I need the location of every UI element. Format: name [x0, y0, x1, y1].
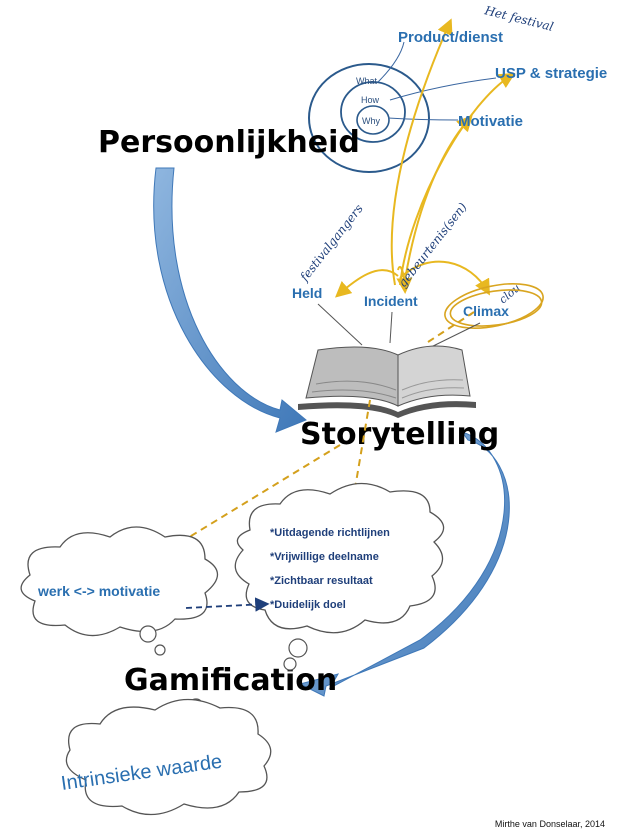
golden-circle: What How Why [308, 63, 430, 173]
storytelling-title: Storytelling [300, 417, 499, 452]
work-motivation-label: werk <-> motivatie [37, 583, 160, 599]
ring-connectors [377, 41, 497, 121]
principle-challenging: *Uitdagende richtlijnen [270, 527, 390, 539]
book-icon [298, 345, 476, 418]
climax-highlight [444, 283, 544, 329]
hero-label: Held [292, 285, 322, 301]
product-label: Product/dienst [398, 29, 503, 46]
principle-visible: *Zichtbaar resultaat [270, 575, 373, 587]
middle-ring [340, 81, 406, 143]
ring-how-label: How [361, 95, 380, 105]
festivalgoers-annotation: festivalgangers [297, 202, 366, 285]
gamification-title: Gamification [124, 663, 337, 698]
work-motivation-cloud: werk <-> motivatie [20, 526, 219, 656]
principle-clear-goal: *Duidelijk doel [270, 599, 346, 611]
usp-label: USP & strategie [495, 65, 607, 82]
intrinsic-cloud: Intrinsieke waarde [60, 698, 272, 816]
story-connectors [317, 303, 481, 351]
storytelling-to-gamification-arrow [298, 431, 510, 697]
personality-to-storytelling-arrow [153, 167, 307, 433]
inner-ring [356, 105, 390, 135]
ring-what-label: What [356, 76, 378, 86]
credit-text: Mirthe van Donselaar, 2014 [494, 819, 605, 829]
personality-title: Persoonlijkheid [98, 125, 360, 160]
outer-ring [308, 63, 430, 173]
events-annotation: gebeurtenis(sen) [395, 200, 470, 290]
incident-label: Incident [364, 293, 418, 309]
motivation-to-goal-arrow [185, 597, 270, 612]
motivation-label: Motivatie [458, 113, 523, 130]
principle-voluntary: *Vrijwillige deelname [270, 551, 379, 563]
climax-label: Climax [463, 303, 509, 319]
ring-why-label: Why [362, 116, 381, 126]
principles-cloud: *Uitdagende richtlijnen *Vrijwillige dee… [234, 482, 445, 671]
gold-arrows [335, 18, 516, 298]
